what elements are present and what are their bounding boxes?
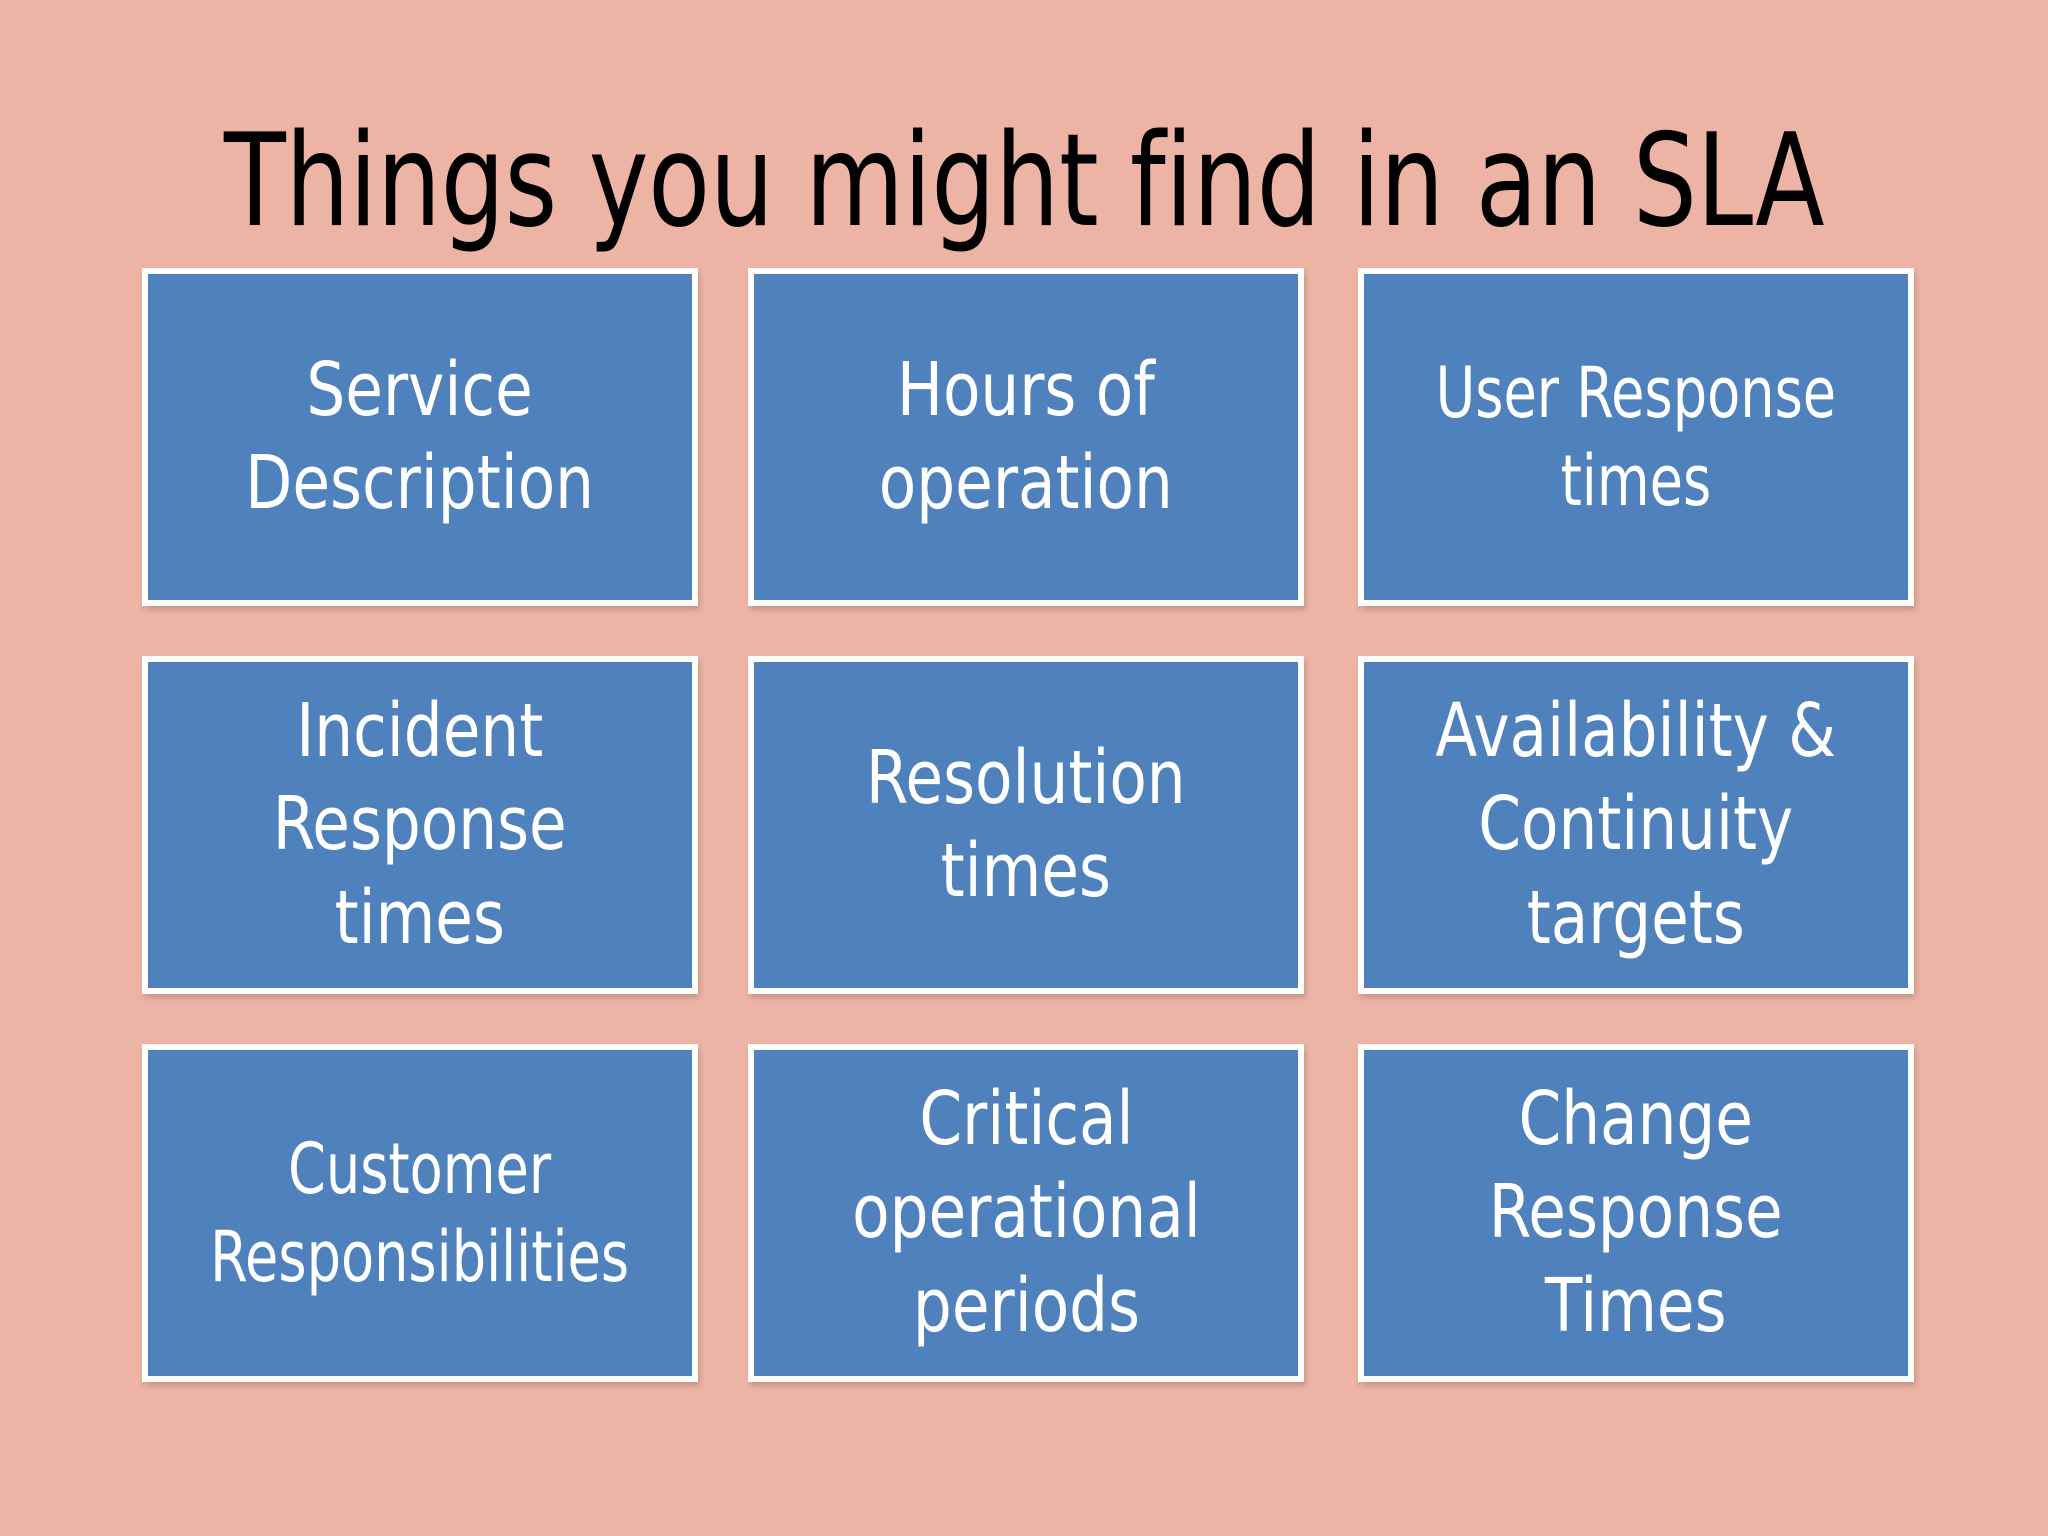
sla-item-customer-responsibilities[interactable]: Customer Responsibilities: [142, 1044, 698, 1382]
grid-row-gap: [698, 606, 748, 656]
grid-row-gap: [1358, 994, 1914, 1044]
grid-row-gap: [142, 606, 698, 656]
sla-item-label: Customer Responsibilities: [210, 1127, 630, 1298]
sla-item-label: User Response times: [1435, 351, 1837, 522]
grid-row-gap: [698, 994, 748, 1044]
grid-column-gap: [698, 1044, 748, 1382]
grid-row-gap: [1304, 994, 1358, 1044]
grid-row-gap: [748, 606, 1304, 656]
sla-item-change-response-times[interactable]: Change Response Times: [1358, 1044, 1914, 1382]
grid-column-gap: [698, 656, 748, 994]
grid-row-gap: [748, 994, 1304, 1044]
sla-item-availability-continuity-targets[interactable]: Availability & Continuity targets: [1358, 656, 1914, 994]
sla-item-label: Hours of operation: [878, 346, 1174, 526]
grid-column-gap: [1304, 268, 1358, 606]
grid-column-gap: [698, 268, 748, 606]
grid-column-gap: [1304, 656, 1358, 994]
sla-item-label: Resolution times: [866, 734, 1186, 914]
sla-item-label: Incident Response times: [273, 688, 567, 961]
sla-item-label: Change Response Times: [1489, 1076, 1783, 1349]
sla-item-resolution-times[interactable]: Resolution times: [748, 656, 1304, 994]
sla-item-service-description[interactable]: Service Description: [142, 268, 698, 606]
sla-item-label: Availability & Continuity targets: [1435, 688, 1837, 961]
grid-row-gap: [1304, 606, 1358, 656]
sla-item-label: Critical operational periods: [851, 1076, 1201, 1349]
sla-item-critical-operational-periods[interactable]: Critical operational periods: [748, 1044, 1304, 1382]
sla-item-hours-of-operation[interactable]: Hours of operation: [748, 268, 1304, 606]
sla-items-grid: Service Description Hours of operation U…: [142, 268, 1914, 1382]
grid-row-gap: [142, 994, 698, 1044]
grid-row-gap: [1358, 606, 1914, 656]
sla-item-user-response-times[interactable]: User Response times: [1358, 268, 1914, 606]
sla-item-label: Service Description: [245, 346, 595, 526]
page-title: Things you might find in an SLA: [223, 107, 1825, 256]
sla-item-incident-response-times[interactable]: Incident Response times: [142, 656, 698, 994]
grid-column-gap: [1304, 1044, 1358, 1382]
